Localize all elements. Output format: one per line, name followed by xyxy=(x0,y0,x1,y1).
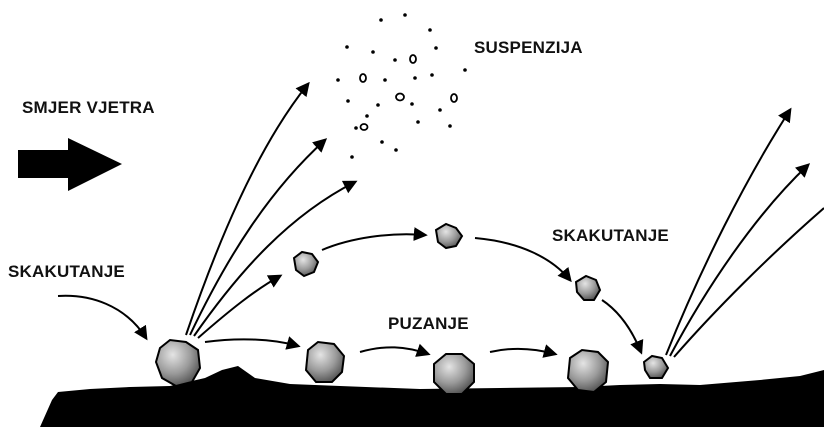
ground-surface xyxy=(40,366,824,427)
creep-arrow xyxy=(359,343,431,357)
suspension-label: SUSPENZIJA xyxy=(474,38,583,57)
fine-particle xyxy=(359,123,369,131)
rock-particle xyxy=(642,354,670,379)
suspended-dust xyxy=(336,13,467,159)
rock-particle xyxy=(292,250,320,278)
ejection-arrow xyxy=(193,180,358,337)
incoming-saltation-arrow xyxy=(57,294,148,341)
rock-particle xyxy=(304,340,346,383)
saltation-label-left: SKAKUTANJE xyxy=(8,262,125,281)
ejection-arrow xyxy=(197,274,283,339)
rock-particle xyxy=(433,353,475,395)
creep-arrow xyxy=(489,344,558,358)
fine-particle xyxy=(395,92,405,102)
rock-particle xyxy=(566,348,610,394)
wind-direction-arrow-icon xyxy=(18,138,122,191)
rock-particle xyxy=(154,338,202,388)
ejection-arrow xyxy=(673,207,824,358)
ejection-arrow xyxy=(665,107,792,356)
fine-particle xyxy=(409,54,417,64)
rock-particle xyxy=(574,274,602,301)
ejection-arrow xyxy=(669,163,811,357)
ejection-arrow xyxy=(204,336,301,350)
saltation-arrow xyxy=(474,237,572,283)
saltation-label-right: SKAKUTANJE xyxy=(552,226,669,245)
saltating-particles xyxy=(292,222,670,379)
ejection-arrow xyxy=(189,138,328,336)
saltation-arrow xyxy=(601,299,644,355)
saltation-arrow xyxy=(321,227,428,251)
surface-creep-label: PUZANJE xyxy=(388,314,469,333)
ejection-arrow xyxy=(185,81,310,336)
suspended-fine-particles xyxy=(359,54,458,131)
creep-particles xyxy=(154,338,610,395)
wind-direction-label: SMJER VJETRA xyxy=(22,98,155,117)
fine-particle xyxy=(359,73,367,83)
rock-particle xyxy=(434,222,464,250)
fine-particle xyxy=(450,93,458,103)
